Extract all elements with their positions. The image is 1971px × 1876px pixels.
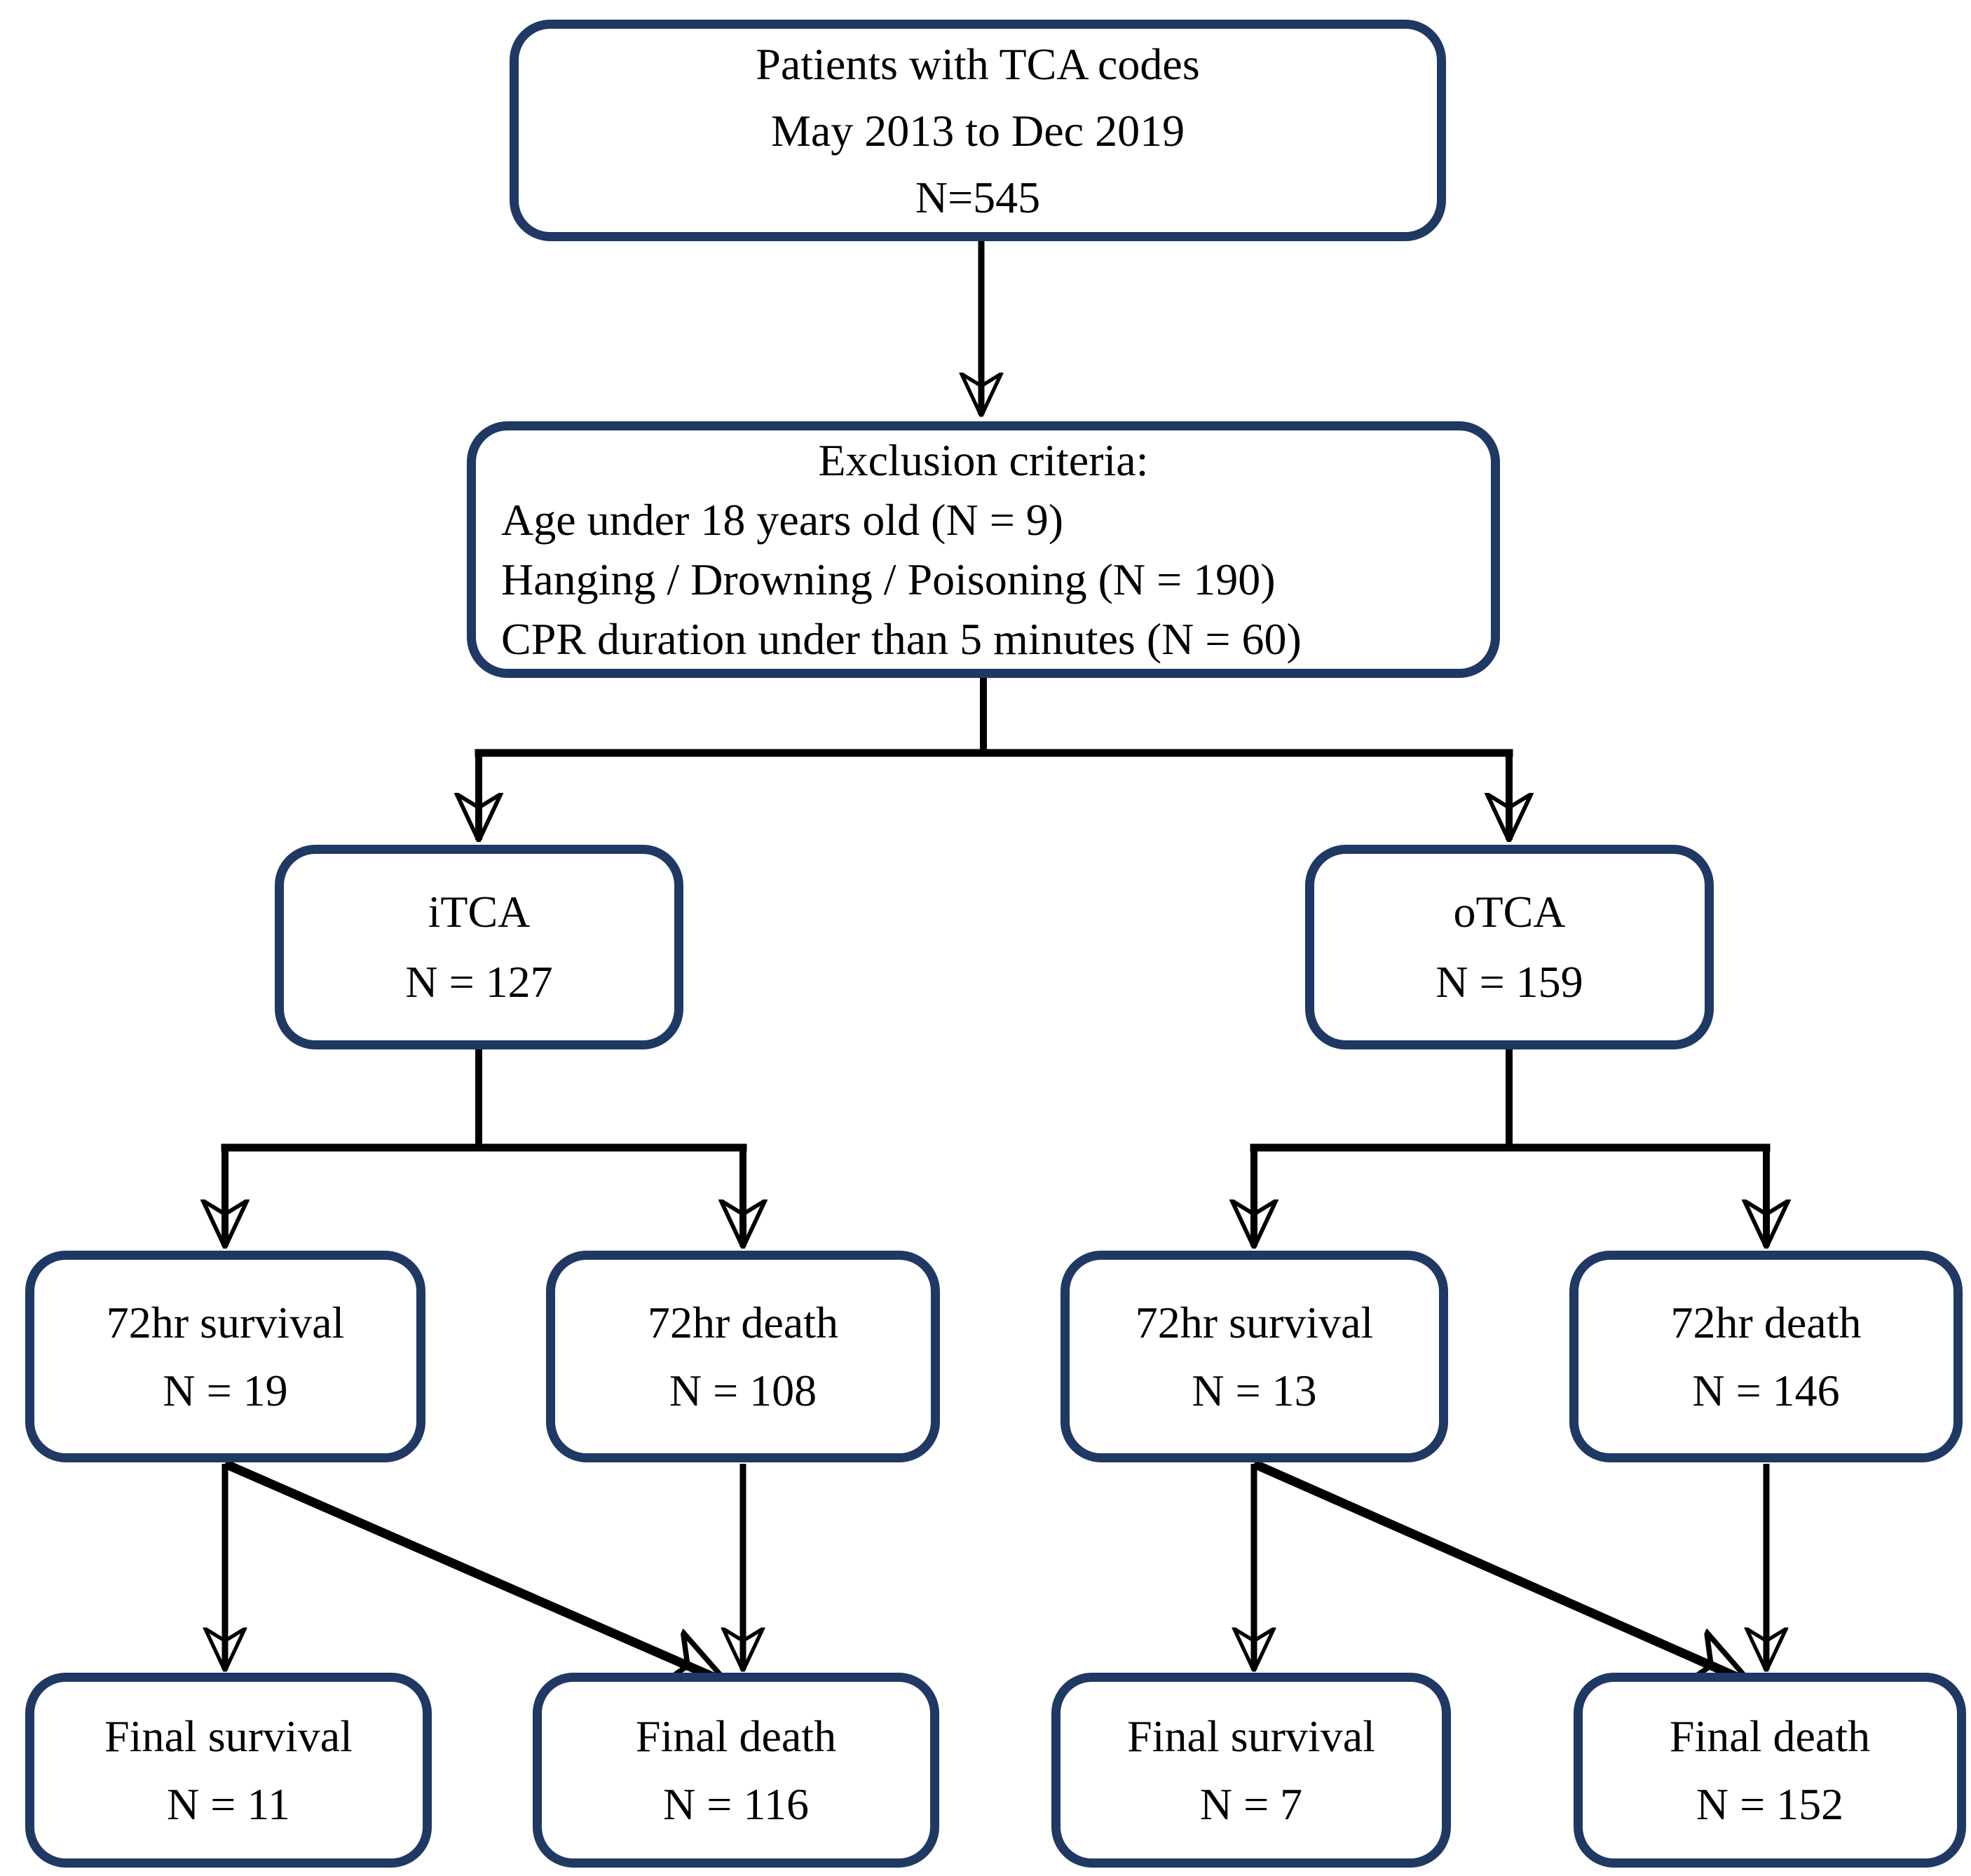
node-count: N = 11 [167, 1779, 290, 1829]
arrow-otca-72hr-survival-to-final-death [1252, 1460, 1750, 1683]
arrow-itca-72hr-survival-to-final-death [223, 1460, 726, 1683]
node-otca: oTCA N = 159 [1305, 845, 1714, 1049]
exclusion-item: Hanging / Drowning / Poisoning (N = 190) [501, 555, 1276, 604]
exclusion-item: Age under 18 years old (N = 9) [501, 495, 1064, 545]
node-label: Final survival [104, 1711, 353, 1761]
node-count: N = 108 [669, 1366, 817, 1415]
node-text-line: Patients with TCA codes [756, 39, 1200, 89]
node-patients-with-tca-codes: Patients with TCA codes May 2013 to Dec … [510, 20, 1446, 241]
node-label: 72hr survival [1135, 1298, 1374, 1347]
node-label: Final death [635, 1711, 837, 1761]
node-otca-72hr-survival: 72hr survival N = 13 [1060, 1251, 1448, 1462]
node-otca-final-death: Final death N = 152 [1574, 1673, 1966, 1868]
node-itca: iTCA N = 127 [275, 845, 683, 1049]
node-otca-72hr-death: 72hr death N = 146 [1569, 1251, 1963, 1462]
node-label: 72hr death [1670, 1298, 1862, 1347]
node-count: N = 127 [405, 957, 553, 1007]
node-count: N = 116 [663, 1779, 809, 1829]
node-label: 72hr death [648, 1298, 838, 1347]
node-otca-final-survival: Final survival N = 7 [1051, 1673, 1451, 1868]
node-count: N=545 [915, 172, 1041, 222]
node-count: N = 152 [1696, 1779, 1844, 1829]
node-count: N = 159 [1435, 957, 1583, 1007]
node-count: N = 146 [1692, 1366, 1840, 1415]
node-itca-final-survival: Final survival N = 11 [25, 1673, 432, 1868]
node-count: N = 19 [163, 1366, 288, 1415]
node-text-line: May 2013 to Dec 2019 [770, 105, 1185, 156]
node-label: Final death [1669, 1711, 1871, 1761]
node-label: Final survival [1127, 1711, 1375, 1761]
node-itca-final-death: Final death N = 116 [533, 1673, 939, 1868]
node-label: 72hr survival [106, 1298, 345, 1347]
node-label: iTCA [428, 887, 531, 937]
node-label: oTCA [1453, 887, 1566, 937]
node-count: N = 13 [1192, 1366, 1317, 1415]
exclusion-heading: Exclusion criteria: [818, 435, 1149, 485]
node-exclusion-criteria: Exclusion criteria: Age under 18 years o… [467, 421, 1500, 678]
exclusion-item: CPR duration under than 5 minutes (N = 6… [501, 614, 1302, 664]
node-itca-72hr-survival: 72hr survival N = 19 [25, 1251, 425, 1462]
node-itca-72hr-death: 72hr death N = 108 [546, 1251, 940, 1462]
node-count: N = 7 [1199, 1779, 1303, 1829]
